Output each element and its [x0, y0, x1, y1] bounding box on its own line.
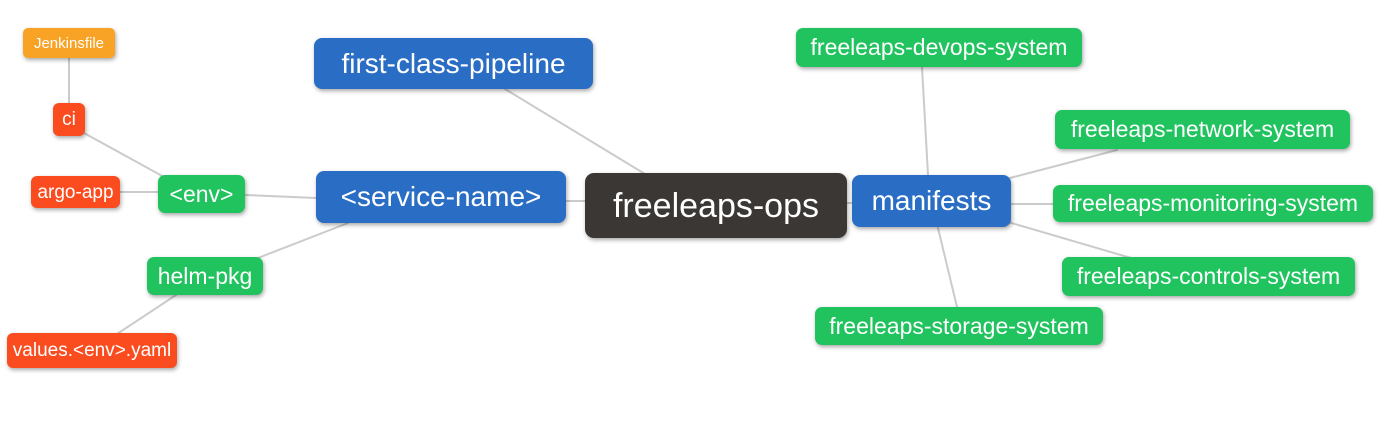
edge-env-service-name — [244, 194, 317, 199]
node-argo-app[interactable]: argo-app — [31, 176, 120, 208]
node-freeleaps-devops-system[interactable]: freeleaps-devops-system — [796, 28, 1082, 67]
node-env[interactable]: <env> — [158, 175, 245, 213]
node-first-class-pipeline[interactable]: first-class-pipeline — [314, 38, 593, 89]
edge-helm-pkg-values — [116, 294, 177, 335]
node-service-name[interactable]: <service-name> — [316, 171, 566, 223]
node-values-env-yaml[interactable]: values.<env>.yaml — [7, 333, 177, 368]
edge-service-name-helm-pkg — [257, 222, 349, 259]
edge-manifests-network — [1009, 149, 1118, 179]
edge-pipeline-freeleaps-ops — [504, 88, 646, 175]
node-ci[interactable]: ci — [53, 103, 85, 136]
edge-manifests-storage — [937, 227, 958, 308]
edge-manifests-controls — [1007, 221, 1132, 259]
edge-ci-env — [83, 132, 165, 178]
node-freeleaps-controls-system[interactable]: freeleaps-controls-system — [1062, 257, 1355, 296]
node-freeleaps-storage-system[interactable]: freeleaps-storage-system — [815, 307, 1103, 345]
node-freeleaps-monitoring-system[interactable]: freeleaps-monitoring-system — [1053, 185, 1373, 222]
node-manifests[interactable]: manifests — [852, 175, 1011, 227]
node-helm-pkg[interactable]: helm-pkg — [147, 257, 263, 295]
edge-manifests-devops — [921, 66, 929, 176]
node-freeleaps-network-system[interactable]: freeleaps-network-system — [1055, 110, 1350, 149]
node-jenkinsfile[interactable]: Jenkinsfile — [23, 28, 115, 58]
node-freeleaps-ops[interactable]: freeleaps-ops — [585, 173, 847, 238]
